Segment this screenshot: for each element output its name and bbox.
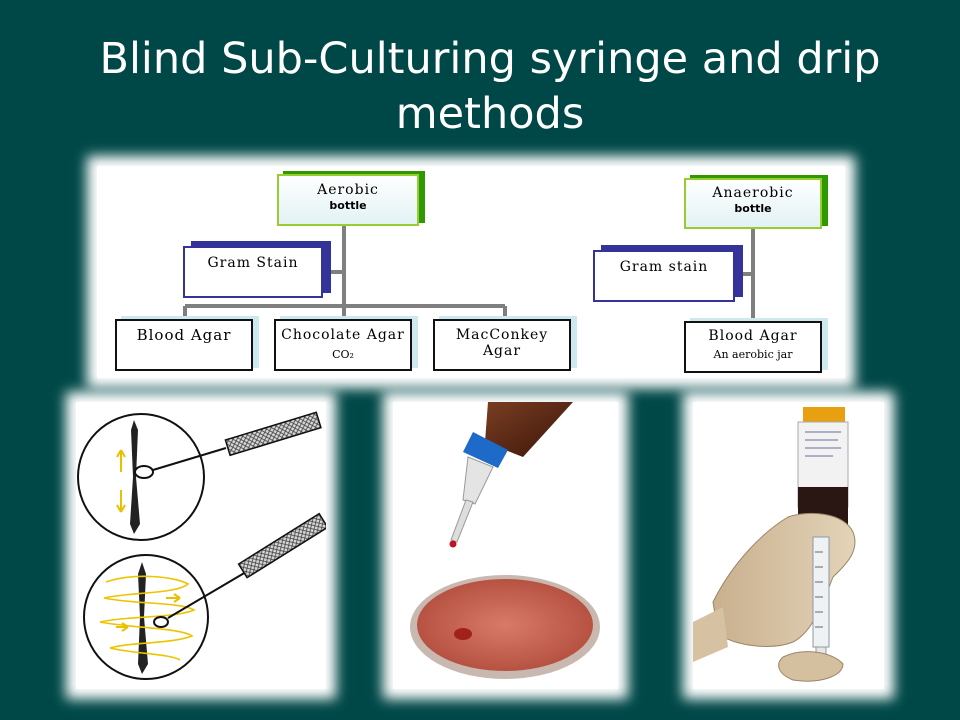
blood-agar-right-node: Blood Agar An aerobic jar (684, 318, 828, 373)
gloved-hand (712, 512, 856, 647)
streaking-drawing (77, 411, 329, 680)
gram-stain-right-node: Gram stain (593, 245, 743, 302)
aerobic-label: Aerobic (317, 182, 379, 198)
macconkey-agar-node: MacConkey Agar (433, 316, 577, 371)
chocolate-agar-sub: CO₂ (332, 348, 354, 361)
bottle-cap (803, 407, 845, 423)
syringe-method-photo (693, 402, 884, 689)
blood-agar-right-label: Blood Agar (708, 328, 798, 344)
syringe-barrel (812, 536, 830, 648)
title-line-1: Blind Sub-Culturing syringe and drip (99, 34, 881, 84)
gram-stain-left-label: Gram Stain (207, 255, 299, 271)
aerobic-sub: bottle (329, 199, 367, 212)
loop-handle-top (224, 411, 322, 457)
chocolate-agar-label: Chocolate Agar (281, 327, 405, 343)
blood-drop (449, 540, 457, 548)
culture-flowchart: Aerobic bottle Gram Stain Blood Agar Cho… (97, 166, 845, 378)
anaerobic-bottle-node: Anaerobic bottle (684, 175, 828, 229)
blood-agar-left-node: Blood Agar (115, 316, 259, 371)
anaerobic-sub: bottle (734, 202, 772, 215)
blood-agar-plate (417, 579, 593, 671)
slide-title: Blind Sub-Culturing syringe and drip met… (40, 32, 940, 142)
gram-stain-left-node: Gram Stain (183, 241, 331, 298)
blood-culture-bottle (485, 402, 573, 457)
blood-agar-left-label: Blood Agar (136, 326, 232, 344)
macconkey-line2: Agar (482, 343, 522, 359)
title-line-2: methods (395, 89, 585, 139)
gram-stain-right-label: Gram stain (619, 259, 709, 275)
chocolate-agar-node: Chocolate Agar CO₂ (274, 316, 418, 371)
inoculum-spot (454, 628, 472, 640)
blood-agar-right-sub: An aerobic jar (713, 348, 793, 361)
macconkey-line1: MacConkey (455, 327, 549, 343)
flowchart-connectors (183, 226, 755, 319)
streak-line-top (130, 420, 140, 534)
bottle-cap (463, 432, 508, 468)
streaking-diagram-illustration (76, 402, 329, 689)
loop-handle-bottom (237, 512, 329, 579)
drip-drawing (410, 402, 600, 679)
drip-method-photo (393, 402, 618, 689)
anaerobic-label: Anaerobic (712, 185, 794, 201)
aerobic-bottle-node: Aerobic bottle (277, 171, 425, 226)
zigzag-streaks (99, 575, 196, 661)
syringe-drawing (693, 407, 856, 682)
